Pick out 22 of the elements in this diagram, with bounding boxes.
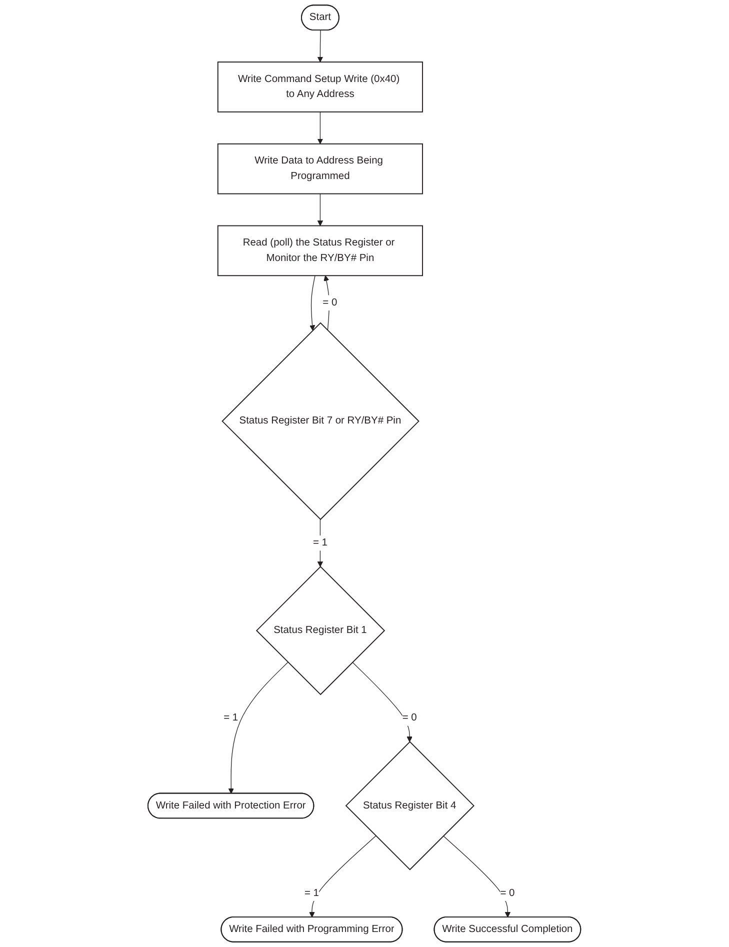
node-box: Write Data to Address Being Programmed xyxy=(218,143,424,194)
arrow xyxy=(324,275,330,331)
arrow xyxy=(310,275,316,331)
arrow xyxy=(318,519,324,567)
edge-label: = 1 xyxy=(313,537,328,548)
arrow xyxy=(443,836,511,918)
arrow xyxy=(318,112,324,144)
arrow xyxy=(309,836,376,918)
edge-label: = 1 xyxy=(304,888,320,898)
edge-label: = 0 xyxy=(402,712,418,724)
arrow xyxy=(318,193,324,226)
edge-label: = 0 xyxy=(322,297,338,308)
node-diamond: Status Register Bit 7 or RY/BY# Pin xyxy=(222,322,420,520)
arrow xyxy=(228,662,288,794)
node-box: Write Command Setup Write (0x40) to Any Address xyxy=(218,62,424,112)
arrow xyxy=(318,30,324,62)
node-diamond: Status Register Bit 4 xyxy=(346,741,475,870)
node-diamond: Status Register Bit 1 xyxy=(256,566,386,696)
node-box: Read (poll) the Status Register or Monitor the RY/BY# Pin xyxy=(218,225,424,276)
arrow xyxy=(352,662,413,742)
edge-label: = 0 xyxy=(500,888,515,898)
edge-label: = 1 xyxy=(224,712,238,724)
